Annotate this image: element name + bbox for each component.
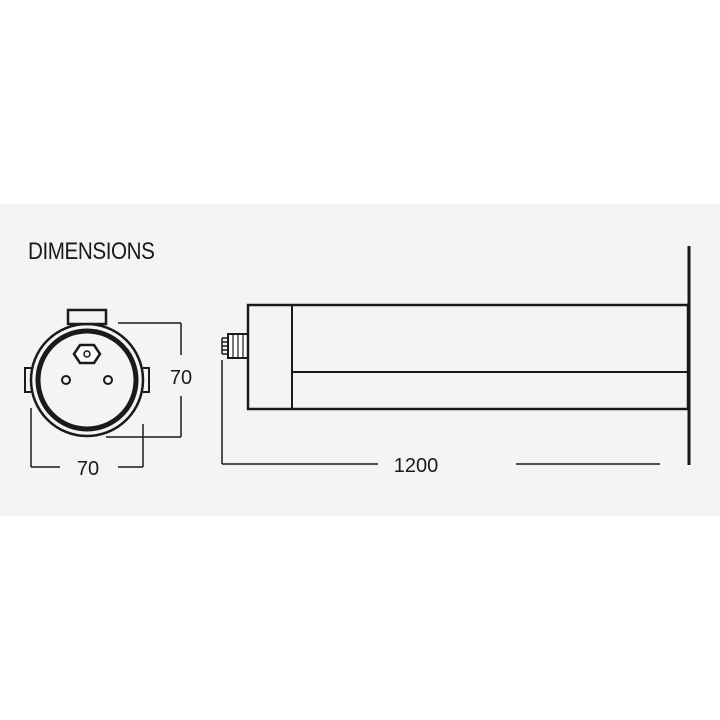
height-dimension-lines (106, 322, 182, 438)
section-title: DIMENSIONS (28, 238, 155, 265)
center-nut-hole (83, 350, 91, 358)
cable-gland-threads (221, 337, 228, 355)
height-dimension-label: 70 (170, 367, 192, 389)
center-nut (72, 343, 102, 365)
mounting-tab (66, 308, 108, 326)
screw-hole-left (61, 375, 71, 385)
side-lug-left (24, 367, 31, 393)
end-cap-inner-ring (35, 328, 139, 432)
end-view (24, 308, 150, 438)
side-view (221, 246, 691, 465)
length-dimension-label: 1200 (394, 455, 439, 477)
luminaire-body (246, 303, 690, 411)
width-dimension-lines (30, 408, 144, 468)
side-lug-right (143, 367, 150, 393)
screw-hole-right (103, 375, 113, 385)
length-dimension-lines (221, 360, 660, 465)
end-cap-outer-ring (29, 322, 145, 438)
width-dimension-label: 70 (77, 458, 99, 480)
